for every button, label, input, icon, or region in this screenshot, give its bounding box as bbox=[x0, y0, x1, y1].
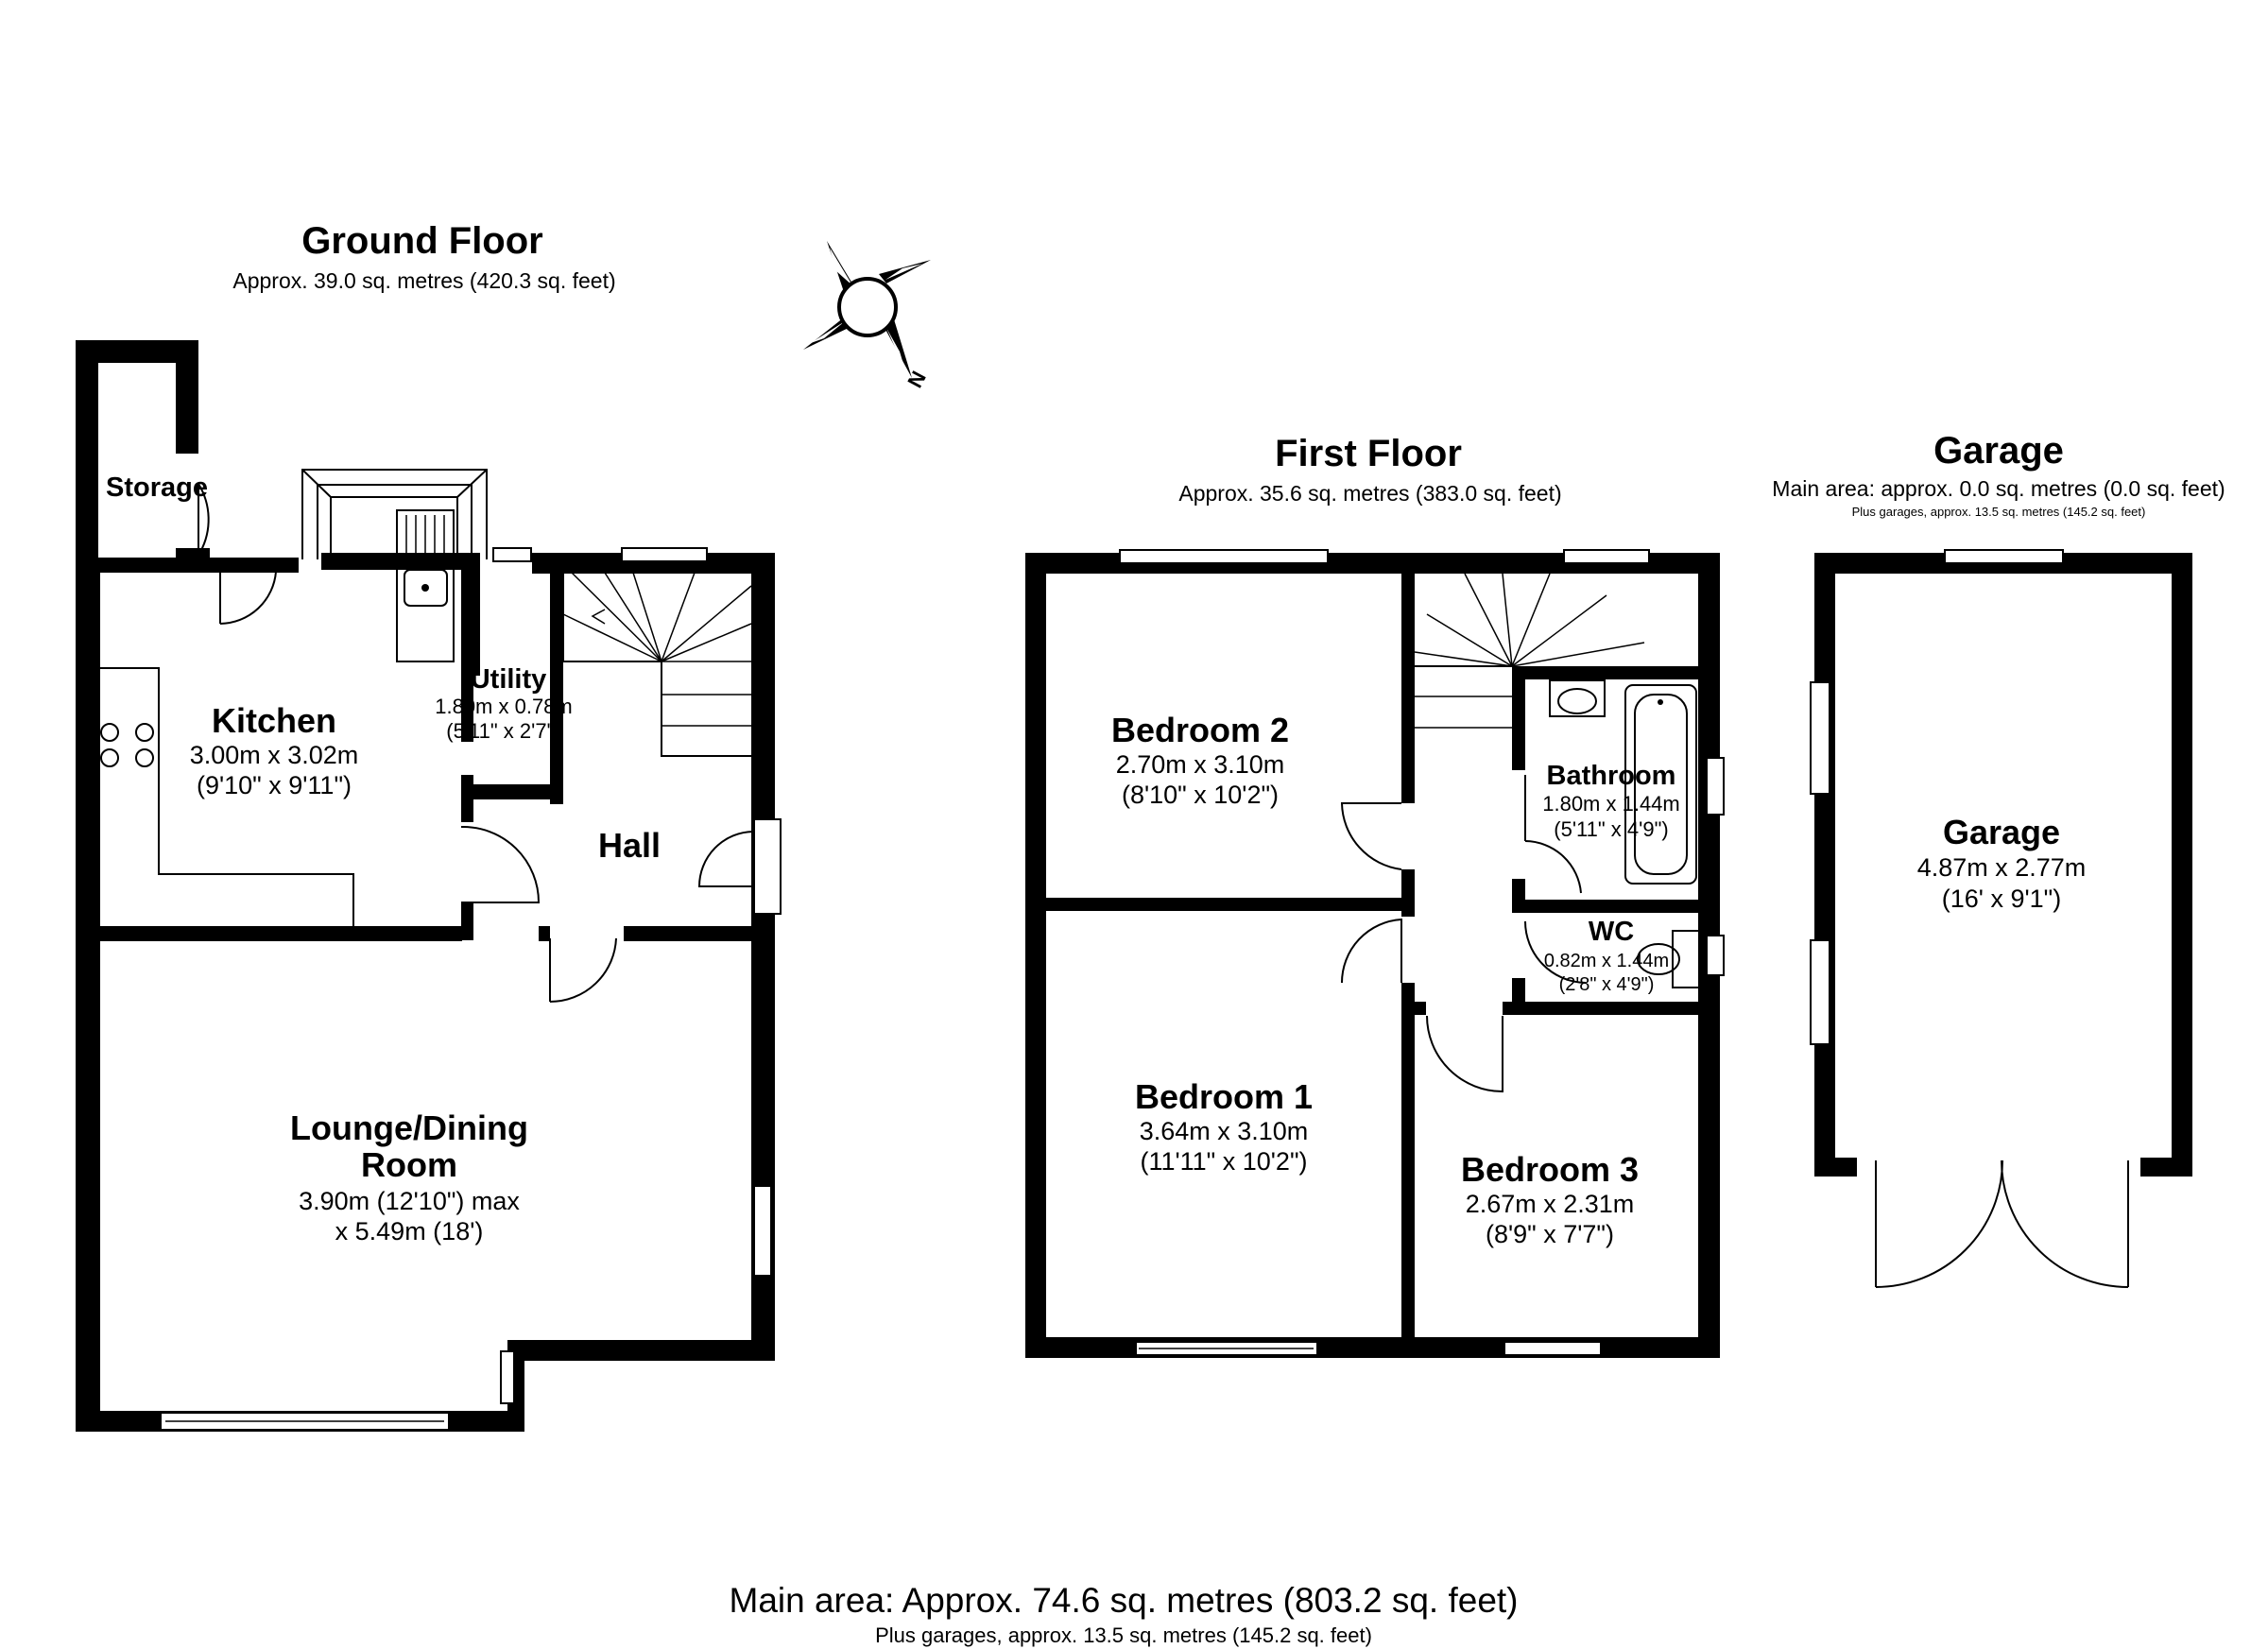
footer-garage-area: Plus garages, approx. 13.5 sq. metres (1… bbox=[875, 1623, 1372, 1647]
bedroom3-dim-metric: 2.67m x 2.31m bbox=[1466, 1190, 1635, 1218]
ground-floor-plan bbox=[76, 340, 782, 1432]
storage-label: Storage bbox=[106, 472, 208, 503]
kitchen-dim-imperial: (9'10" x 9'11") bbox=[197, 771, 352, 799]
wc-dim-imperial: (2'8" x 4'9") bbox=[1559, 974, 1655, 995]
ground-floor-area: Approx. 39.0 sq. metres (420.3 sq. feet) bbox=[232, 268, 615, 293]
bedroom3-label: Bedroom 3 bbox=[1461, 1150, 1639, 1189]
lounge-label-line2: Room bbox=[361, 1145, 457, 1184]
compass-north-label: N bbox=[902, 368, 931, 392]
bedroom1-dim-imperial: (11'11" x 10'2") bbox=[1140, 1147, 1307, 1176]
garage-plan bbox=[1810, 549, 2192, 1288]
garage-title: Garage bbox=[1933, 430, 2064, 472]
footer-main-area: Main area: Approx. 74.6 sq. metres (803.… bbox=[730, 1581, 1519, 1620]
bathroom-dim-metric: 1.80m x 1.44m bbox=[1542, 792, 1680, 816]
utility-dim-metric: 1.80m x 0.78m bbox=[435, 695, 573, 718]
garage-dim-metric: 4.87m x 2.77m bbox=[1917, 853, 2087, 882]
garage-dim-imperial: (16' x 9'1") bbox=[1942, 885, 2061, 913]
bedroom2-dim-imperial: (8'10" x 10'2") bbox=[1122, 781, 1279, 809]
bedroom1-dim-metric: 3.64m x 3.10m bbox=[1140, 1117, 1309, 1145]
ground-floor-title: Ground Floor bbox=[301, 220, 543, 262]
garage-area-sub: Plus garages, approx. 13.5 sq. metres (1… bbox=[1852, 505, 2146, 519]
bathroom-dim-imperial: (5'11" x 4'9") bbox=[1554, 817, 1668, 841]
utility-dim-imperial: (5'11" x 2'7") bbox=[446, 719, 560, 743]
garage-area: Main area: approx. 0.0 sq. metres (0.0 s… bbox=[1772, 476, 2225, 501]
bedroom3-dim-imperial: (8'9" x 7'7") bbox=[1486, 1220, 1614, 1248]
bathroom-label: Bathroom bbox=[1547, 761, 1676, 791]
utility-label: Utility bbox=[471, 664, 547, 695]
lounge-dim-line1: 3.90m (12'10") max bbox=[299, 1187, 520, 1215]
lounge-label-line1: Lounge/Dining bbox=[290, 1108, 528, 1147]
kitchen-label: Kitchen bbox=[212, 701, 336, 740]
kitchen-dim-metric: 3.00m x 3.02m bbox=[190, 741, 359, 769]
compass-icon: N bbox=[803, 241, 931, 391]
first-floor-title: First Floor bbox=[1275, 433, 1462, 474]
bedroom1-label: Bedroom 1 bbox=[1135, 1077, 1313, 1116]
bedroom2-dim-metric: 2.70m x 3.10m bbox=[1116, 750, 1285, 779]
wc-label: WC bbox=[1589, 917, 1634, 947]
bedroom2-label: Bedroom 2 bbox=[1111, 711, 1289, 749]
lounge-dim-line2: x 5.49m (18') bbox=[335, 1217, 484, 1245]
wc-dim-metric: 0.82m x 1.44m bbox=[1544, 951, 1669, 971]
garage-label: Garage bbox=[1943, 813, 2060, 851]
hall-label: Hall bbox=[598, 826, 661, 865]
first-floor-plan bbox=[1025, 549, 1725, 1358]
first-floor-area: Approx. 35.6 sq. metres (383.0 sq. feet) bbox=[1178, 481, 1561, 506]
